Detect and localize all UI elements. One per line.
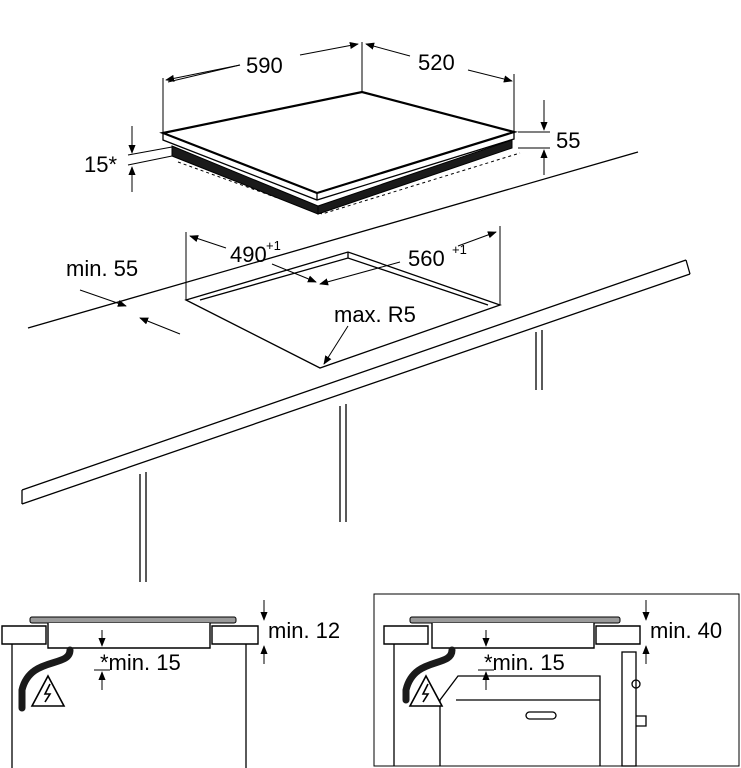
- dimension-490-label: 490: [230, 242, 267, 267]
- right-min-15-label: *min. 15: [484, 650, 565, 675]
- hob-unit: [159, 90, 521, 215]
- dimension-520: 520: [365, 42, 515, 132]
- left-min-12-label: min. 12: [268, 618, 340, 643]
- worktop: [21, 151, 691, 582]
- right-min-40-label: min. 40: [650, 618, 722, 643]
- dimension-55: 55: [518, 100, 580, 175]
- dimension-min-55: min. 55: [66, 256, 181, 335]
- dimension-520-label: 520: [418, 50, 455, 75]
- electric-warning-icon: [30, 674, 66, 707]
- electric-warning-icon: [408, 674, 444, 707]
- dimension-560-label: 560: [408, 246, 445, 271]
- dimension-590-label: 590: [246, 53, 283, 78]
- oven-side-panel: [621, 651, 637, 767]
- dimension-560-tolerance: +1: [452, 242, 467, 257]
- dimension-490-tolerance: +1: [266, 238, 281, 253]
- section-detail-left: *min. 15 min. 12: [1, 600, 340, 768]
- left-min-15-label: *min. 15: [100, 650, 181, 675]
- oven-handle: [525, 711, 557, 720]
- section-detail-right: *min. 15 min. 40: [373, 593, 740, 767]
- dimension-490: 490 +1: [185, 232, 317, 300]
- dimension-min-55-label: min. 55: [66, 256, 138, 281]
- dimension-590: 590: [162, 41, 363, 133]
- detail-frame: [373, 593, 740, 767]
- radius-callout-label: max. R5: [334, 302, 416, 327]
- dimension-15: 15*: [84, 126, 173, 192]
- dimension-560: 560 +1: [319, 226, 501, 305]
- radius-callout: max. R5: [323, 302, 416, 365]
- dimension-55-label: 55: [556, 128, 580, 153]
- dimension-15-label: 15*: [84, 152, 117, 177]
